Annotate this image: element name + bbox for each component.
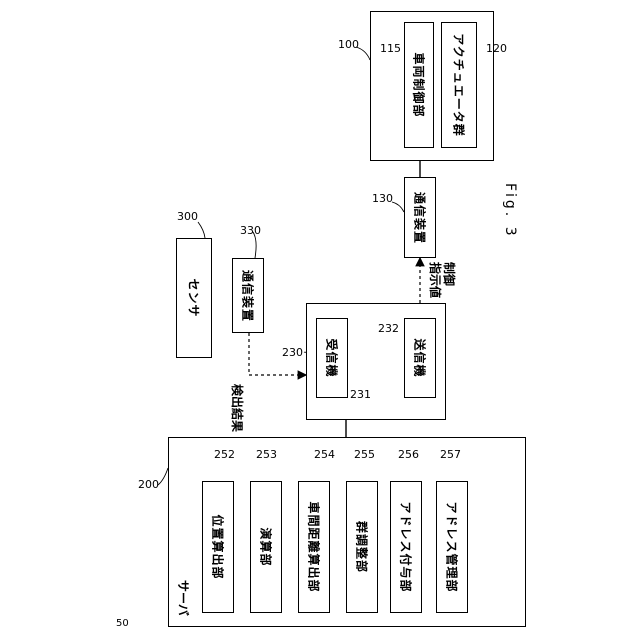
server-unit-ref: 254 <box>314 448 335 461</box>
vehicle-comm-label: 通信装置 <box>412 191 429 243</box>
server-unit-ref: 253 <box>256 448 277 461</box>
receiver-label: 受信機 <box>324 338 341 377</box>
server-unit-position-calc: 位置算出部 <box>202 481 234 613</box>
sensor-box: センサ <box>176 238 212 358</box>
server-label: サーバ <box>175 580 192 616</box>
receiver-box: 受信機 <box>316 318 348 398</box>
server-unit-ref: 256 <box>398 448 419 461</box>
transmitter-box: 送信機 <box>404 318 436 398</box>
server-unit-group-adjust: 群調整部 <box>346 481 378 613</box>
server-unit-ref: 255 <box>354 448 375 461</box>
vehicle-control-unit-label: 車両制御部 <box>411 52 428 117</box>
server-unit-address-assign: アドレス付与部 <box>390 481 422 613</box>
server-unit-label: 位置算出部 <box>210 514 227 579</box>
sensor-comm-ref: 330 <box>240 224 261 237</box>
server-unit-address-manage: アドレス管理部 <box>436 481 468 613</box>
receiver-ref: 231 <box>350 388 371 401</box>
vehicle-comm-box: 通信装置 <box>404 177 436 258</box>
vehicle-ref: 100 <box>338 38 359 51</box>
sensor-label: センサ <box>186 278 203 317</box>
server-unit-label: アドレス付与部 <box>398 501 415 592</box>
sensor-comm-label: 通信装置 <box>240 269 257 321</box>
actuator-group-label: アクチュエータ群 <box>451 33 468 136</box>
vehicle-control-unit-ref: 115 <box>380 42 401 55</box>
vehicle-control-unit-box: 車両制御部 <box>404 22 434 148</box>
server-unit-label: 群調整部 <box>354 521 371 573</box>
server-unit-ref: 257 <box>440 448 461 461</box>
actuator-group-ref: 120 <box>486 42 507 55</box>
sensor-comm-box: 通信装置 <box>232 258 264 333</box>
control-command-label-2: 指示値 <box>427 262 444 298</box>
server-unit-distance-calc: 車間距離算出部 <box>298 481 330 613</box>
sensor-ref: 300 <box>177 210 198 223</box>
server-unit-operation: 演算部 <box>250 481 282 613</box>
server-unit-label: 車間距離算出部 <box>306 501 323 592</box>
actuator-group-box: アクチュエータ群 <box>441 22 477 148</box>
server-unit-label: 演算部 <box>258 527 275 566</box>
vehicle-comm-ref: 130 <box>372 192 393 205</box>
transmitter-label: 送信機 <box>412 338 429 377</box>
transmitter-ref: 232 <box>378 322 399 335</box>
server-unit-label: アドレス管理部 <box>444 501 461 592</box>
server-ref: 200 <box>138 478 159 491</box>
server-unit-ref: 252 <box>214 448 235 461</box>
page-number: 50 <box>116 618 129 629</box>
transceiver-ref: 230 <box>282 346 303 359</box>
figure-label: Fig. 3 <box>502 183 518 239</box>
detection-result-label: 検出結果 <box>229 384 246 432</box>
